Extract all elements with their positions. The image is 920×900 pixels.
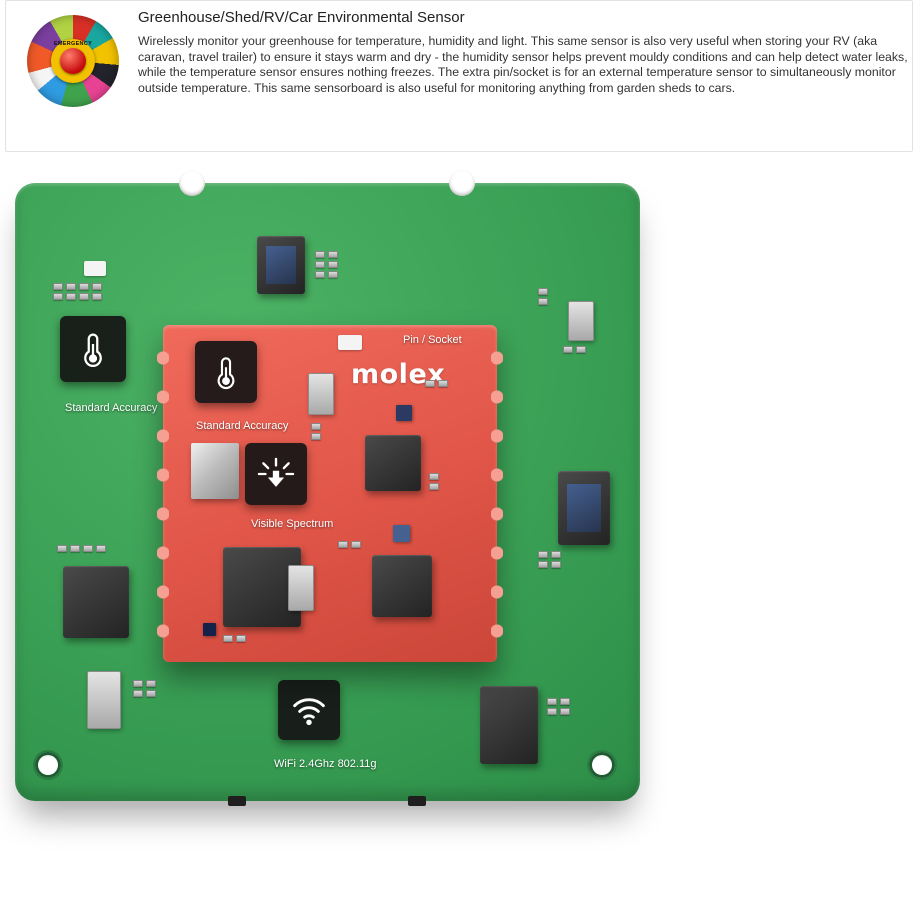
emergency-badge: EMERGENCY [51,39,95,83]
thermometer-icon [217,357,235,389]
top-notch-left [179,170,205,196]
sensor-module: Pin / Socket molex Standard Accuracy [157,325,503,662]
component-metal-can [191,443,239,499]
capacitor-cluster [563,346,586,353]
capacitor-cluster [57,545,106,552]
mounting-hole-bottom-right [589,752,615,778]
product-description: Wirelessly monitor your greenhouse for t… [138,34,908,95]
capacitor-cluster [538,288,548,305]
thumbnail-image: EMERGENCY [27,15,119,107]
capacitor-cluster [53,283,102,300]
mounting-hole-bottom-left [35,752,61,778]
castellated-pads-right [491,339,503,648]
visible-spectrum-label: Visible Spectrum [251,518,334,530]
capacitor-cluster [538,551,561,568]
component-gray [568,301,594,341]
component-white [338,335,362,350]
chip-right [558,471,610,545]
bottom-connector-tab [228,796,246,806]
light-sensor-icon-box [245,443,307,505]
emergency-badge-text: EMERGENCY [53,41,93,47]
component-gray [288,565,314,611]
standard-accuracy-label-module: Standard Accuracy [196,420,289,432]
green-pcb: Standard Accuracy WiFi 2.4Ghz 802.11g Pi… [15,170,640,806]
component-blue [203,623,216,636]
component-blue [393,525,410,542]
capacitor-cluster [311,423,321,440]
chip-module-right [372,555,432,617]
temperature-sensor-icon-box-module [195,341,257,403]
capacitor-cluster [429,473,439,490]
component-gray [308,373,334,415]
castellated-pads-left [157,339,169,648]
chip-top [257,236,305,294]
visible-spectrum-icon [257,457,295,487]
bottom-connector-tab [408,796,426,806]
capacitor-cluster [425,380,448,387]
capacitor-cluster [547,698,570,715]
capacitor-cluster [315,251,338,278]
chip-module-center [365,435,421,491]
emergency-button-icon [60,48,86,74]
temperature-sensor-icon-box [60,316,126,382]
wifi-icon-box [278,680,340,740]
component-gray [87,671,121,729]
top-notch-right [449,170,475,196]
standard-accuracy-label-board: Standard Accuracy [65,402,158,414]
capacitor-cluster [223,635,246,642]
product-thumbnail[interactable]: EMERGENCY [24,10,120,122]
capacitor-cluster [338,541,361,548]
product-title: Greenhouse/Shed/RV/Car Environmental Sen… [138,9,465,26]
chip-left [63,566,129,638]
component-blue [396,405,412,421]
product-card[interactable]: EMERGENCY Greenhouse/Shed/RV/Car Environ… [5,0,913,152]
wifi-icon [293,698,325,726]
chip-bottom [480,686,538,764]
component-white [84,261,106,276]
thermometer-icon [84,333,102,367]
pin-socket-label: Pin / Socket [403,334,462,346]
capacitor-cluster [133,680,156,697]
wifi-label: WiFi 2.4Ghz 802.11g [274,758,377,770]
